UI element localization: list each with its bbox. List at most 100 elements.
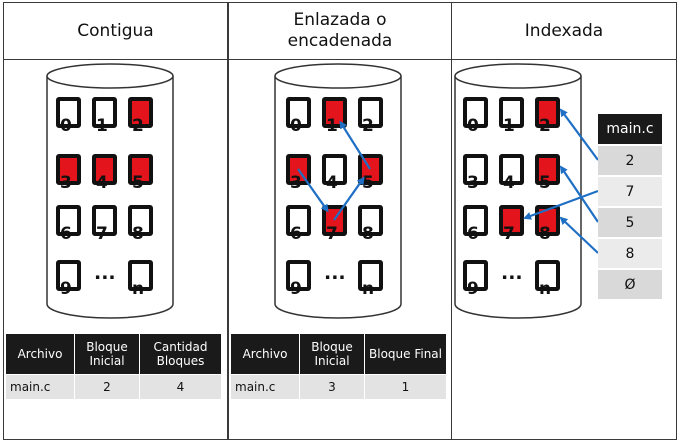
disk-cylinder (46, 63, 174, 319)
disk-block-2 (128, 97, 153, 128)
index-arrow (523, 189, 599, 220)
index-arrow (559, 216, 599, 254)
panel-title: Indexada (452, 3, 676, 60)
block-label: 7 (96, 224, 108, 244)
block-label: 2 (132, 116, 144, 136)
disk-block-5 (128, 154, 153, 185)
block-label: 1 (326, 116, 338, 136)
column-header: Archivo (5, 333, 75, 375)
index-entry: 7 (598, 175, 662, 206)
disk-block-9 (463, 260, 488, 291)
disk-block-n (358, 260, 383, 291)
table-cell: 1 (364, 374, 447, 400)
block-label: 8 (539, 224, 551, 244)
disk-block-8 (128, 205, 153, 236)
panel-title-text: Indexada (524, 20, 604, 41)
disk-block-7 (92, 205, 117, 236)
disk-block-5 (535, 154, 560, 185)
disk-block-4 (322, 154, 347, 185)
block-label: 9 (290, 279, 302, 299)
block-label: 1 (503, 116, 515, 136)
block-label: 2 (362, 116, 374, 136)
block-label: 4 (326, 173, 338, 193)
disk-block-0 (463, 97, 488, 128)
block-label: 7 (326, 224, 338, 244)
block-label: 0 (467, 116, 479, 136)
index-block-table: main.c 2 7 5 8 Ø (598, 114, 662, 299)
column-header: Cantidad Bloques (139, 333, 222, 375)
block-label: 2 (539, 116, 551, 136)
disk-block-0 (286, 97, 311, 128)
index-table-header: main.c (598, 114, 662, 144)
index-entry: 8 (598, 237, 662, 268)
block-label: n (132, 279, 145, 299)
disk-block-2 (358, 97, 383, 128)
block-label: 7 (503, 224, 515, 244)
table-cell: main.c (5, 374, 75, 400)
table-cell: main.c (230, 374, 300, 400)
index-entry: Ø (598, 268, 662, 299)
panel-title-text: Enlazada o encadenada (287, 10, 393, 51)
disk-block-8 (358, 205, 383, 236)
table-cell: 3 (299, 374, 365, 400)
block-label: 6 (290, 224, 302, 244)
panel-title-text: Contigua (77, 20, 154, 41)
disk-block-6 (286, 205, 311, 236)
disk-block-1 (322, 97, 347, 128)
column-header: Bloque Inicial (74, 333, 140, 375)
disk-block-8 (535, 205, 560, 236)
block-label: 4 (503, 173, 515, 193)
index-arrow (559, 108, 599, 161)
panel-title: Contigua (4, 3, 227, 60)
index-entry: 2 (598, 144, 662, 175)
block-label: 3 (60, 173, 72, 193)
block-label: 0 (60, 116, 72, 136)
block-ellipsis: ... (94, 262, 116, 284)
column-header: Archivo (230, 333, 300, 375)
disk-block-0 (56, 97, 81, 128)
block-label: 6 (467, 224, 479, 244)
disk-block-1 (499, 97, 524, 128)
block-label: 3 (290, 173, 302, 193)
index-entry: 5 (598, 206, 662, 237)
block-label: 9 (467, 279, 479, 299)
block-label: n (539, 279, 552, 299)
block-label: 5 (362, 173, 374, 193)
disk-block-4 (92, 154, 117, 185)
disk-block-n (128, 260, 153, 291)
table-cell: 4 (139, 374, 222, 400)
index-arrow (559, 165, 599, 223)
disk-block-9 (56, 260, 81, 291)
block-label: 5 (539, 173, 551, 193)
disk-cylinder (454, 63, 582, 319)
block-label: 6 (60, 224, 72, 244)
table-cell: 2 (74, 374, 140, 400)
disk-block-4 (499, 154, 524, 185)
disk-block-1 (92, 97, 117, 128)
disk-block-6 (463, 205, 488, 236)
disk-block-3 (463, 154, 488, 185)
block-label: 3 (467, 173, 479, 193)
disk-block-7 (499, 205, 524, 236)
link-arrow (297, 168, 329, 213)
panel-title: Enlazada o encadenada (229, 3, 451, 60)
block-ellipsis: ... (501, 262, 523, 284)
block-label: 9 (60, 279, 72, 299)
disk-block-9 (286, 260, 311, 291)
disk-cylinder (274, 63, 402, 319)
allocation-table: Archivo Bloque Inicial Cantidad Bloques … (5, 333, 222, 400)
block-label: n (362, 279, 375, 299)
column-header: Bloque Inicial (299, 333, 365, 375)
link-arrow (339, 120, 371, 170)
block-label: 1 (96, 116, 108, 136)
column-header: Bloque Final (364, 333, 447, 375)
block-label: 8 (132, 224, 144, 244)
block-ellipsis: ... (324, 262, 346, 284)
allocation-table: Archivo Bloque Inicial Bloque Final main… (230, 333, 447, 400)
block-label: 8 (362, 224, 374, 244)
disk-block-n (535, 260, 560, 291)
disk-block-2 (535, 97, 560, 128)
link-arrow (333, 176, 365, 221)
block-label: 5 (132, 173, 144, 193)
